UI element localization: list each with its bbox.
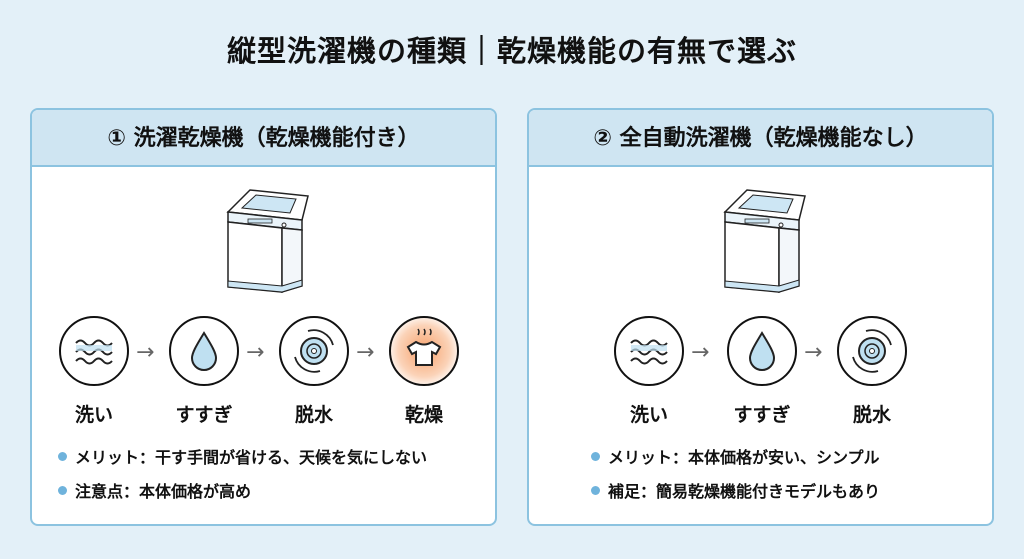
panel-washer-dryer: ① 洗濯乾燥機（乾燥機能付き） 洗い → すすぎ → 脱水 → 乾燥 メリット：… (30, 108, 497, 526)
bullet-text: 注意点：本体価格が高め (75, 482, 252, 501)
step-label: 脱水 (294, 404, 333, 426)
step-rinse: すすぎ (164, 316, 244, 427)
page-title: 縦型洗濯機の種類｜乾燥機能の有無で選ぶ (226, 34, 797, 68)
bullet-text: 補足：簡易乾燥機能付きモデルもあり (608, 482, 881, 501)
washing-machine-icon (227, 189, 309, 293)
bullet-text: メリット：本体価格が安い、シンプル (608, 448, 880, 467)
arrow-icon: → (691, 340, 710, 365)
bullet-text: メリット：干す手間が省ける、天候を気にしない (75, 448, 428, 467)
water-drop-icon (727, 316, 797, 386)
arrow-icon: → (356, 340, 375, 365)
step-label: 乾燥 (404, 404, 443, 426)
bullet-merit: メリット：干す手間が省ける、天候を気にしない (58, 444, 427, 468)
spin-icon (279, 316, 349, 386)
bullet-dot-icon (58, 451, 67, 461)
step-label: すすぎ (175, 404, 233, 426)
step-label: 洗い (74, 404, 113, 426)
waves-icon (59, 316, 129, 386)
arrow-icon: → (246, 340, 265, 365)
bullet-note: 補足：簡易乾燥機能付きモデルもあり (591, 478, 880, 502)
washing-machine-icon (724, 189, 806, 293)
bullet-dot-icon (58, 485, 67, 495)
step-spin: 脱水 (274, 316, 354, 427)
bullet-dot-icon (591, 485, 600, 495)
spin-icon (837, 316, 907, 386)
shirt-heat-icon (389, 316, 459, 386)
step-label: 洗い (629, 404, 668, 426)
step-label: 脱水 (852, 404, 891, 426)
step-spin: 脱水 (832, 316, 912, 427)
arrow-icon: → (804, 340, 823, 365)
step-wash: 洗い (54, 316, 134, 427)
bullet-merit: メリット：本体価格が安い、シンプル (591, 444, 880, 468)
panel-heading: ② 全自動洗濯機（乾燥機能なし） (529, 110, 992, 167)
water-drop-icon (169, 316, 239, 386)
panel-heading: ① 洗濯乾燥機（乾燥機能付き） (32, 110, 495, 167)
panel-automatic-washer: ② 全自動洗濯機（乾燥機能なし） 洗い → すすぎ → 脱水 メリット：本体価格… (527, 108, 994, 526)
step-label: すすぎ (733, 404, 791, 426)
waves-icon (614, 316, 684, 386)
step-rinse: すすぎ (722, 316, 802, 427)
arrow-icon: → (136, 340, 155, 365)
bullet-caution: 注意点：本体価格が高め (58, 478, 251, 502)
step-wash: 洗い (609, 316, 689, 427)
bullet-dot-icon (591, 451, 600, 461)
step-dry: 乾燥 (384, 316, 464, 427)
